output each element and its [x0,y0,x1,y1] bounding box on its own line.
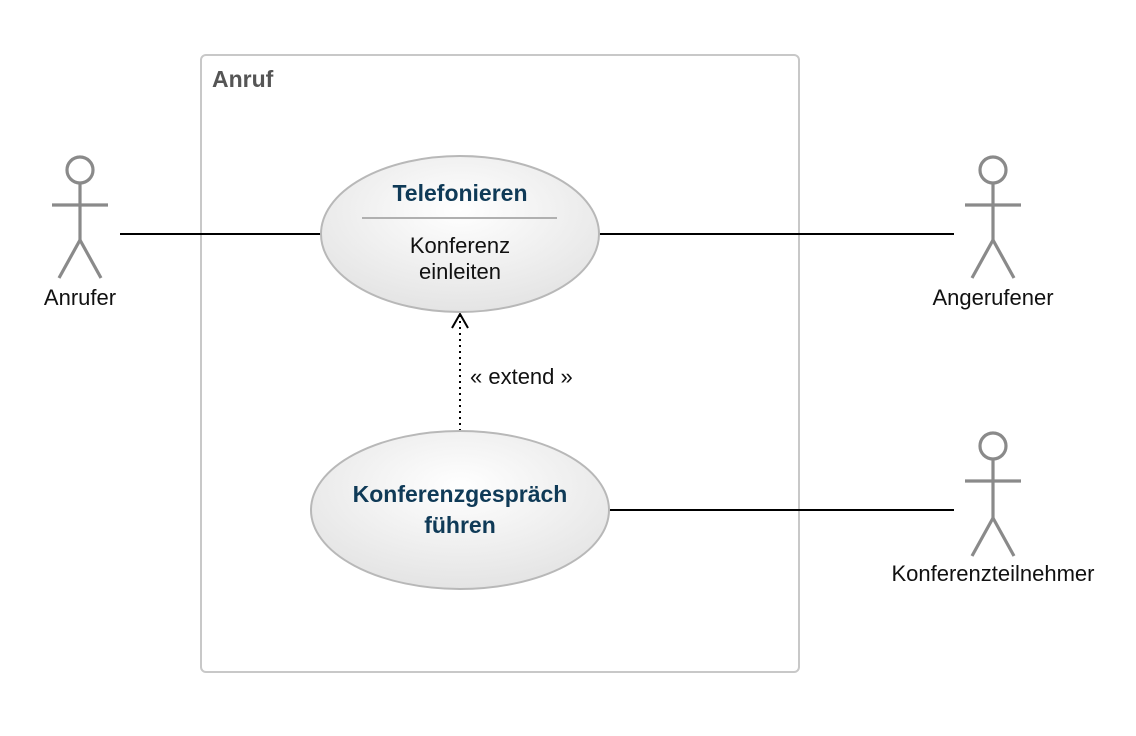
actor-angerufener[interactable]: Angerufener [932,155,1054,310]
use-case-title-line1: Konferenzgespräch [353,481,568,507]
actor-konferenzteilnehmer[interactable]: Konferenzteilnehmer [891,431,1095,586]
actor-label: Angerufener [932,285,1053,310]
stick-figure-icon [965,431,1021,557]
extend-relation[interactable]: « extend » [451,311,573,431]
use-case-konferenzgespraech[interactable]: Konferenzgespräch führen [310,430,610,590]
use-case-title: Telefonieren [392,180,527,206]
stick-figure-icon [52,155,108,279]
system-title: Anruf [212,66,274,92]
extension-point-line1: Konferenz [410,233,510,258]
stick-figure-icon [965,155,1021,279]
actor-label: Konferenzteilnehmer [891,561,1094,586]
extend-arrowhead [451,311,469,329]
extend-label: « extend » [470,364,573,389]
extension-point-line2: einleiten [419,259,501,284]
actor-anrufer[interactable]: Anrufer [44,155,116,310]
actor-label: Anrufer [44,285,116,310]
use-case-title-line2: führen [424,512,496,538]
use-case-telefonieren[interactable]: Telefonieren Konferenz einleiten [320,155,600,313]
